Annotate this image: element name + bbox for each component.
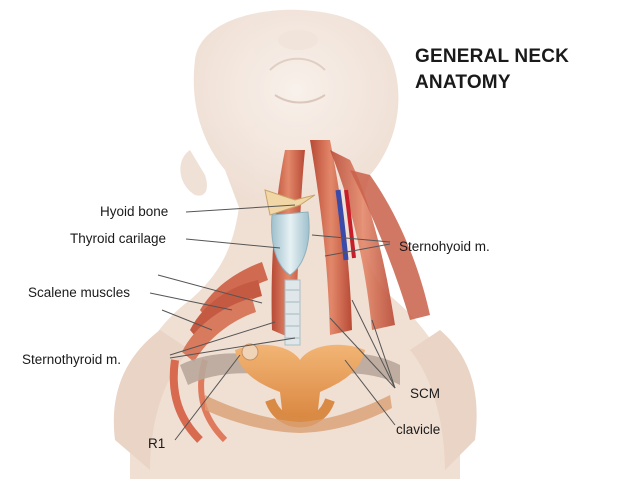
leader-clavicle bbox=[344, 359, 396, 426]
leader-sternohyoid-1 bbox=[311, 234, 391, 243]
leader-scalene-2 bbox=[149, 292, 233, 311]
leader-thyroid bbox=[185, 238, 281, 249]
label-thyroid-cartilage: Thyroid carilage bbox=[70, 231, 167, 246]
leader-hyoid bbox=[185, 204, 296, 213]
leader-r1 bbox=[174, 354, 241, 441]
label-clavicle: clavicle bbox=[396, 422, 441, 437]
label-sternohyoid: Sternohyoid m. bbox=[399, 239, 490, 254]
diagram-title: GENERAL NECK ANATOMY bbox=[415, 44, 569, 96]
leader-scm-3 bbox=[371, 319, 396, 389]
leader-sternothyroid-1 bbox=[169, 321, 276, 356]
leader-scm-2 bbox=[351, 299, 396, 389]
larynx bbox=[264, 189, 316, 346]
leader-scalene-1 bbox=[157, 274, 263, 304]
leader-scm-1 bbox=[329, 317, 396, 389]
clavicle-sternum bbox=[180, 343, 400, 433]
label-scalene-muscles: Scalene muscles bbox=[28, 285, 131, 300]
label-scm: SCM bbox=[410, 386, 440, 401]
leader-sternohyoid-2 bbox=[324, 243, 391, 257]
leader-scalene-3 bbox=[161, 309, 213, 331]
title-line-1: GENERAL NECK bbox=[415, 46, 570, 67]
label-hyoid-bone: Hyoid bone bbox=[100, 204, 169, 219]
title-line-2: ANATOMY bbox=[415, 72, 511, 93]
leader-lines bbox=[149, 204, 396, 441]
label-sternothyroid: Sternothyroid m. bbox=[22, 352, 122, 367]
leader-sternothyroid-2 bbox=[169, 337, 296, 359]
label-r1: R1 bbox=[148, 436, 166, 451]
